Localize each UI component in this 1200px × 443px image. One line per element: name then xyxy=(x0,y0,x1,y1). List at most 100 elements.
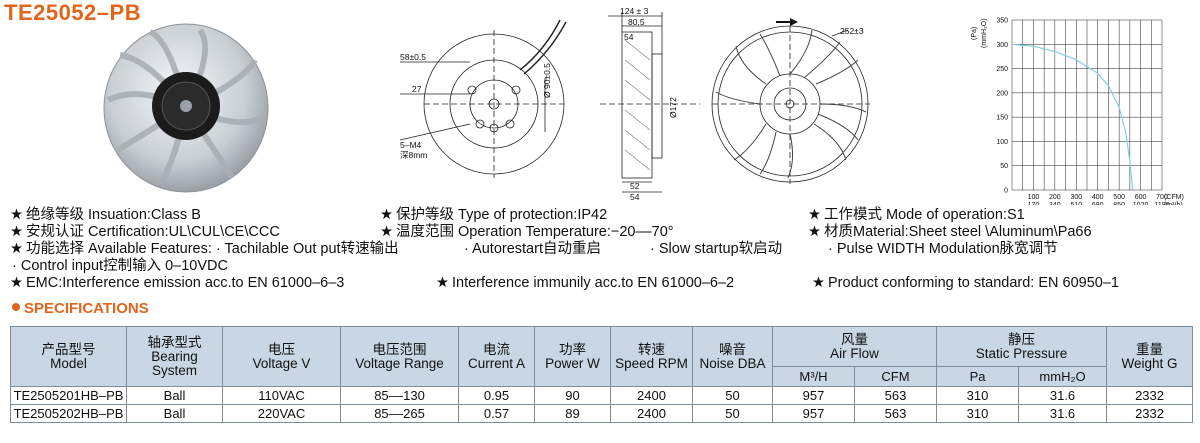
curve-y-tick: 350 xyxy=(996,18,1008,25)
cell-weight: 2332 xyxy=(1106,404,1194,423)
feature-slow-startup: · Slow startup软启动 xyxy=(650,241,783,257)
cell-bearing: Ball xyxy=(126,386,223,405)
curve-x-tick-cfm: 500 xyxy=(1113,194,1125,201)
curve-y-unit-mmh2o: (mmH₂O) xyxy=(981,18,988,48)
feature-immunity: ★Interference immunily acc.to EN 61000–6… xyxy=(436,275,735,291)
feature-emc: ★EMC:Interference emission acc.to EN 610… xyxy=(10,275,345,291)
curve-y-tick: 50 xyxy=(1000,163,1008,170)
side-dim-bot2: 54 xyxy=(630,192,640,202)
cell-model: TE2505202HB–PB xyxy=(10,404,127,423)
curve-x-tick-cfm: 300 xyxy=(1070,194,1082,201)
side-dim-width: 54 xyxy=(624,32,634,42)
cell-bearing: Ball xyxy=(126,404,223,423)
feature-temperature: ★温度范围 Operation Temperature:−20––70° xyxy=(380,224,674,240)
side-dim-top2: 80.5 xyxy=(628,17,645,27)
front-view-drawing xyxy=(399,19,567,178)
front-dim-3: Ø 90±0.5 xyxy=(542,63,552,98)
curve-y-tick: 100 xyxy=(996,139,1008,146)
front-dim-2: 27 xyxy=(412,84,422,94)
feature-certification: ★安规认证 Certification:UL\CUL\CE\CCC xyxy=(10,224,280,240)
curve-x-tick-cfm: 100 xyxy=(1028,194,1040,201)
header-mmh2o: mmH₂O xyxy=(1018,366,1108,387)
curve-x-tick-m3h: 170 xyxy=(1028,202,1040,205)
cell-pa: 310 xyxy=(936,386,1020,405)
cell-speed: 2400 xyxy=(610,386,693,405)
cell-weight: 2332 xyxy=(1106,386,1194,405)
feature-insulation: ★绝缘等级 Insuation:Class B xyxy=(10,207,201,223)
cell-pa: 310 xyxy=(936,404,1020,423)
curve-y-tick: 250 xyxy=(996,66,1008,73)
cell-power: 90 xyxy=(534,386,611,405)
curve-x-unit2: (m³/h) xyxy=(1164,202,1183,205)
feature-protection: ★保护等级 Type of protection:IP42 xyxy=(380,207,608,223)
curve-x-tick-m3h: 680 xyxy=(1092,202,1104,205)
curve-line xyxy=(1011,43,1134,191)
cell-voltage-range: 85––265 xyxy=(340,404,459,423)
fan-photo xyxy=(103,23,269,193)
cell-voltage: 110VAC xyxy=(222,386,341,405)
model-title: TE25052–PB xyxy=(4,0,142,25)
feature-pwm: · Pulse WIDTH Modulation脉宽调节 xyxy=(828,241,1058,257)
curve-x-tick-m3h: 1190 xyxy=(1154,202,1169,205)
curve-y-tick: 300 xyxy=(996,42,1008,49)
front-dim-1: 58±0.5 xyxy=(400,52,426,62)
curve-x-tick-cfm: 600 xyxy=(1135,194,1147,201)
cell-cfm: 563 xyxy=(853,404,938,423)
cell-model: TE2505201HB–PB xyxy=(10,386,127,405)
header-m3h: M³/H xyxy=(772,366,855,387)
cell-voltage-range: 85––130 xyxy=(340,386,459,405)
side-view-drawing xyxy=(600,12,700,193)
header-pa: Pa xyxy=(936,366,1020,387)
table-row: TE2505201HB–PB Ball 110VAC 85––130 0.95 … xyxy=(10,386,1194,405)
cell-noise: 50 xyxy=(692,404,773,423)
cell-current: 0.57 xyxy=(458,404,535,423)
cell-current: 0.95 xyxy=(458,386,535,405)
blade-view-drawing xyxy=(711,25,870,184)
front-dim-depth: 深8mm xyxy=(400,150,427,160)
product-drawings: 58±0.5 27 5–M4 深8mm Ø 90±0.5 124 ± 3 80.… xyxy=(103,6,1184,205)
curve-x-tick-m3h: 1020 xyxy=(1133,202,1149,205)
cell-m3h: 957 xyxy=(772,404,855,423)
curve-y-tick: 200 xyxy=(996,90,1008,97)
cell-noise: 50 xyxy=(692,386,773,405)
bullet-dot-icon xyxy=(12,303,20,312)
cell-mmh2o: 31.6 xyxy=(1018,404,1108,423)
cell-power: 89 xyxy=(534,404,611,423)
side-dim-dia: Ø172 xyxy=(668,97,678,118)
table-row: TE2505202HB–PB Ball 220VAC 85––265 0.57 … xyxy=(10,404,1194,423)
curve-x-tick-cfm: 700 xyxy=(1156,194,1168,201)
curve-x-unit: (CFM) xyxy=(1164,194,1184,201)
feature-mode: ★工作模式 Mode of operation:S1 xyxy=(808,207,1025,223)
cell-m3h: 957 xyxy=(772,386,855,405)
curve-x-tick-cfm: 400 xyxy=(1092,194,1104,201)
feature-standard: ★Product conforming to standard: EN 6095… xyxy=(812,275,1119,291)
curve-x-tick-cfm: 200 xyxy=(1049,194,1061,201)
cell-speed: 2400 xyxy=(610,404,693,423)
cell-mmh2o: 31.6 xyxy=(1018,386,1108,405)
curve-y-tick: 150 xyxy=(996,115,1008,122)
specifications-heading: SPECIFICATIONS xyxy=(12,300,149,317)
curve-x-tick-m3h: 850 xyxy=(1113,202,1125,205)
wheel-dim: 252±3 xyxy=(840,26,864,36)
front-dim-screws: 5–M4 xyxy=(400,140,422,150)
cell-voltage: 220VAC xyxy=(222,404,341,423)
side-dim-bot1: 52 xyxy=(630,181,640,191)
curve-x-tick-m3h: 340 xyxy=(1049,202,1061,205)
feature-autorestart: · Autorestart自动重启 xyxy=(464,241,601,257)
curve-x-tick-m3h: 510 xyxy=(1070,202,1082,205)
cell-cfm: 563 xyxy=(853,386,938,405)
curve-y-tick: 0 xyxy=(1004,188,1008,195)
feature-functions: ★功能选择 Available Features: · Tachilable O… xyxy=(10,241,399,257)
feature-material: ★材质Material:Sheet steel \Aluminum\Pa66 xyxy=(808,224,1092,240)
